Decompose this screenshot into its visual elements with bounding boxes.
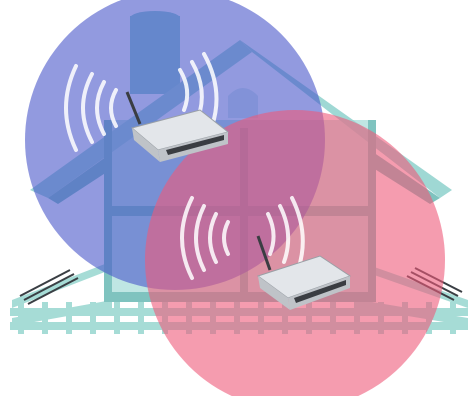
fence-post bbox=[114, 302, 120, 334]
fence-post bbox=[450, 302, 456, 334]
coverage-zone-icon bbox=[145, 110, 445, 396]
fence-post bbox=[42, 302, 48, 334]
fence-rail bbox=[12, 262, 110, 308]
fence-post bbox=[66, 302, 72, 334]
wireless-router-icon bbox=[256, 235, 352, 310]
wireless-router-icon bbox=[125, 91, 230, 162]
fence-post bbox=[90, 302, 96, 334]
fence-post bbox=[138, 302, 144, 334]
fence-wire bbox=[19, 269, 79, 305]
fence-post bbox=[18, 302, 24, 334]
